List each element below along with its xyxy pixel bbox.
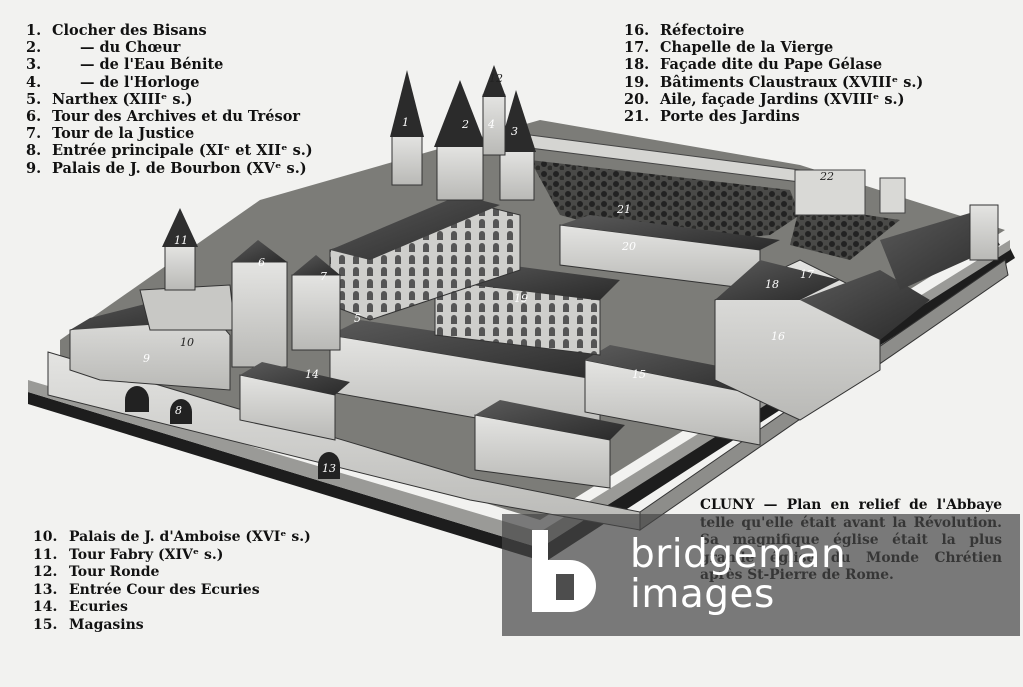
legend-item: 6. Tour des Archives et du Trésor <box>26 108 313 125</box>
legend-item: 15. Magasins <box>33 617 311 635</box>
legend-label: Clocher des Bisans <box>52 22 207 39</box>
legend-number: 6. <box>26 108 42 126</box>
legend-number: 11. <box>33 546 58 563</box>
model-label-2: 2 <box>461 118 469 131</box>
legend-bottom-left: 10. Palais de J. d'Amboise (XVIᵉ s.) 11. To… <box>33 529 311 634</box>
legend-item: 18. Façade dite du Pape Gélase <box>624 56 923 73</box>
legend-number: 9. <box>26 159 42 177</box>
model-label-8: 8 <box>175 404 182 417</box>
legend-item: 17. Chapelle de la Vierge <box>624 39 923 56</box>
legend-number: 3. <box>26 56 42 74</box>
legend-label: Entrée Cour des Ecuries <box>69 581 260 598</box>
model-label-17: 17 <box>800 268 814 281</box>
model-label-22: 22 <box>819 170 834 183</box>
legend-label: Tour Fabry (XIVᵉ s.) <box>69 546 224 563</box>
legend-number: 13. <box>33 581 58 598</box>
caption-title: CLUNY <box>700 497 755 513</box>
legend-item: 16. Réfectoire <box>624 22 923 39</box>
legend-label: Réfectoire <box>660 22 745 39</box>
bridgeman-logo-icon <box>532 530 596 612</box>
legend-item: 12. Tour Ronde <box>33 564 311 582</box>
legend-label: Narthex (XIIIᵉ s.) <box>52 90 193 108</box>
legend-item: 10. Palais de J. d'Amboise (XVIᵉ s.) <box>33 529 311 547</box>
legend-number: 16. <box>624 22 650 39</box>
legend-number: 12. <box>33 564 58 580</box>
legend-label: Bâtiments Claustraux (XVIIIᵉ s.) <box>660 73 924 91</box>
model-label-21: 21 <box>616 203 631 216</box>
model-label-14: 14 <box>305 368 319 381</box>
model-label-11: 11 <box>174 234 188 247</box>
buildings <box>69 65 1000 489</box>
model-number-labels: 1 2 3 4 5 6 7 8 9 10 11 12 13 14 15 16 1… <box>143 72 834 475</box>
legend-item: 21. Porte des Jardins <box>624 108 923 125</box>
legend-label: Palais de J. d'Amboise (XVIᵉ s.) <box>69 529 311 545</box>
legend-item: 20. Aile, façade Jardins (XVIIIᵉ s.) <box>624 91 923 108</box>
legend-label: Entrée principale (XIᵉ et XIIᵉ s.) <box>52 142 313 160</box>
legend-label: Magasins <box>69 616 144 633</box>
legend-number: 1. <box>26 22 42 39</box>
legend-item: 8. Entrée principale (XIᵉ et XIIᵉ s.) <box>26 142 313 159</box>
model-label-12: 12 <box>489 72 503 85</box>
legend-number: 5. <box>26 90 42 108</box>
legend-item: 14. Ecuries <box>33 599 311 617</box>
legend-label: Porte des Jardins <box>660 108 800 126</box>
model-label-15: 15 <box>632 368 646 381</box>
model-label-7: 7 <box>320 270 327 283</box>
legend-label: Chapelle de la Vierge <box>660 39 834 57</box>
model-label-6: 6 <box>258 256 265 269</box>
legend-item: 3. — de l'Eau Bénite <box>26 56 313 73</box>
legend-number: 18. <box>624 56 650 74</box>
legend-number: 15. <box>33 616 58 633</box>
legend-item: 11. Tour Fabry (XIVᵉ s.) <box>33 547 311 565</box>
watermark-line-1: bridgeman <box>630 532 847 577</box>
legend-number: 19. <box>624 73 650 91</box>
legend-label: Palais de J. de Bourbon (XVᵉ s.) <box>52 159 307 177</box>
legend-item: 7. Tour de la Justice <box>26 125 313 142</box>
legend-label: Tour Ronde <box>69 564 160 580</box>
legend-item: 5. Narthex (XIIIᵉ s.) <box>26 91 313 108</box>
legend-number: 20. <box>624 90 650 108</box>
model-label-13: 13 <box>322 462 336 475</box>
legend-label: — de l'Horloge <box>80 73 200 91</box>
watermark-line-2: images <box>630 572 775 617</box>
legend-item: 1. Clocher des Bisans <box>26 22 313 39</box>
legend-label: Aile, façade Jardins (XVIIIᵉ s.) <box>660 90 905 108</box>
legend-number: 14. <box>33 599 58 615</box>
legend-item: 19. Bâtiments Claustraux (XVIIIᵉ s.) <box>624 74 923 91</box>
legend-label: — du Chœur <box>80 39 181 57</box>
model-label-16: 16 <box>771 330 785 343</box>
model-label-19: 19 <box>514 292 528 305</box>
legend-item: 9. Palais de J. de Bourbon (XVᵉ s.) <box>26 160 313 177</box>
legend-label: — de l'Eau Bénite <box>80 56 224 74</box>
legend-label: Façade dite du Pape Gélase <box>660 56 883 74</box>
legend-top-left: 1. Clocher des Bisans 2. — du Chœur 3. — de l… <box>26 22 313 177</box>
model-label-9: 9 <box>143 352 150 365</box>
model-label-10: 10 <box>180 336 194 349</box>
legend-label: Tour de la Justice <box>52 125 195 143</box>
legend-item: 2. — du Chœur <box>26 39 313 56</box>
legend-item: 13. Entrée Cour des Ecuries <box>33 582 311 600</box>
model-label-1: 1 <box>402 116 409 129</box>
legend-number: 17. <box>624 39 650 57</box>
model-label-3: 3 <box>511 125 518 138</box>
bridgeman-watermark: bridgeman images <box>502 514 1020 636</box>
legend-number: 2. <box>26 39 42 57</box>
legend-item: 4. — de l'Horloge <box>26 74 313 91</box>
model-label-4: 4 <box>487 118 495 131</box>
legend-number: 8. <box>26 142 42 160</box>
model-label-20: 20 <box>621 240 636 253</box>
watermark-text: bridgeman images <box>630 535 846 615</box>
legend-number: 4. <box>26 73 42 91</box>
legend-label: Tour des Archives et du Trésor <box>52 108 301 126</box>
legend-label: Ecuries <box>69 599 128 615</box>
legend-number: 10. <box>33 529 58 545</box>
legend-number: 7. <box>26 125 42 143</box>
model-label-5: 5 <box>354 312 361 325</box>
model-label-18: 18 <box>765 278 779 291</box>
legend-number: 21. <box>624 108 650 126</box>
